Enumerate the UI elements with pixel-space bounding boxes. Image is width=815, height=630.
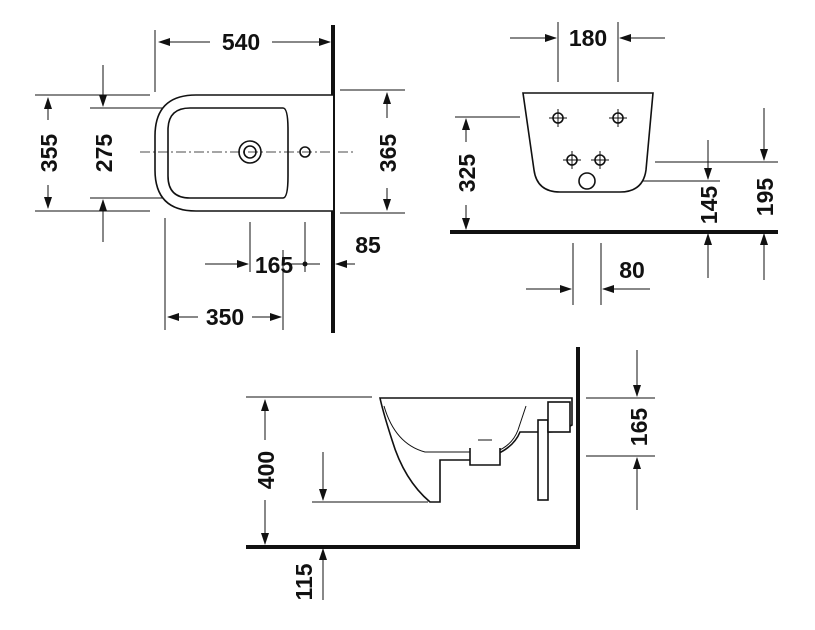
mounting-bracket (547, 401, 571, 433)
dim-side-depth: 165 (626, 408, 652, 447)
dim-rear-height: 325 (454, 154, 480, 193)
dim-supply-height: 195 (752, 178, 778, 217)
top-view: 540 355 275 365 165 85 (35, 25, 405, 333)
dim-width: 540 (222, 29, 260, 55)
dim-inner-depth: 275 (91, 134, 117, 173)
dim-depth: 355 (36, 134, 62, 173)
dim-wall-depth: 365 (375, 134, 401, 173)
dim-waste-height: 145 (696, 186, 722, 225)
fixing-points (549, 109, 627, 169)
dim-waste-offset: 80 (619, 257, 645, 283)
side-outlet (469, 448, 501, 466)
bidet-bowl (167, 107, 289, 199)
dim-floor-gap: 115 (291, 563, 317, 600)
dim-fixing-spacing: 180 (569, 25, 607, 51)
dim-center-offset: 350 (206, 304, 244, 330)
side-view: 400 165 115 (246, 347, 655, 601)
dim-rim-height: 400 (253, 451, 279, 489)
rear-view: 180 325 145 195 80 (450, 22, 778, 305)
dim-tap-offset: 165 (255, 252, 294, 278)
waste-outlet-icon (578, 172, 596, 190)
supply-pipe (537, 419, 549, 501)
dim-wall-offset: 85 (355, 232, 381, 258)
